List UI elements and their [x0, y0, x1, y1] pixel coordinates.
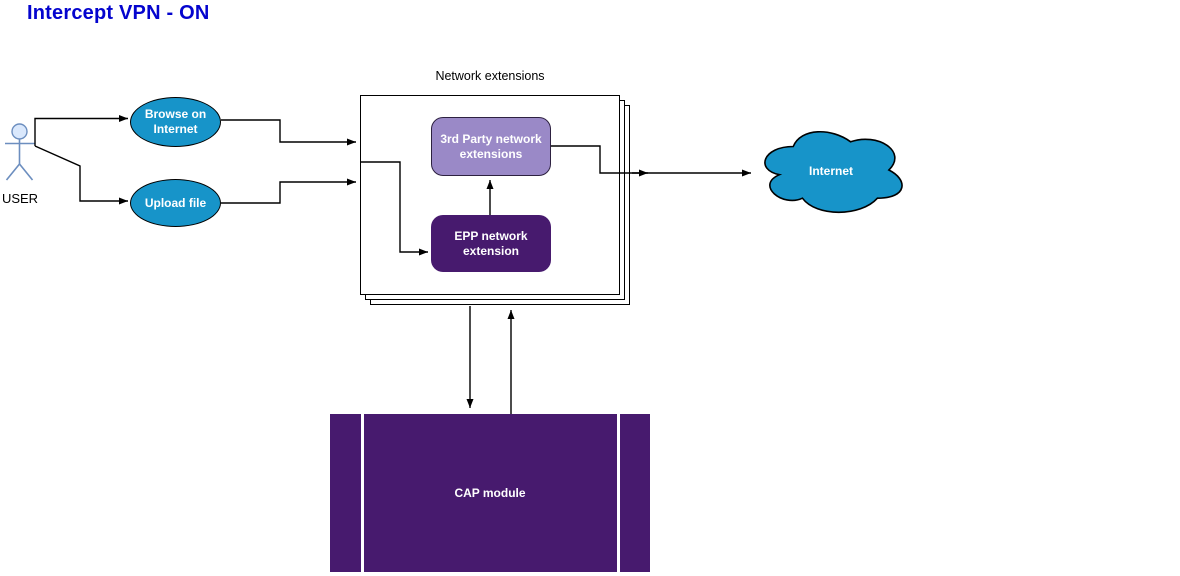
connector-user-to-browse: [34, 115, 128, 146]
usecase-upload-file: Upload file: [130, 179, 221, 227]
internet-label-text: Internet: [808, 163, 853, 178]
connector-boundary-to-epp: [360, 161, 428, 256]
cap-module-node: CAP module: [330, 414, 650, 572]
connector-third-party-to-boundary: [551, 145, 648, 177]
connector-user-to-upload: [34, 145, 128, 205]
usecase-browse-label: Browse on Internet: [144, 107, 207, 136]
cap-module-label: CAP module: [454, 485, 526, 500]
connector-upload-to-extensions: [221, 178, 356, 204]
epp-network-extension-node: EPP network extension: [431, 215, 551, 272]
third-party-network-extensions-node: 3rd Party network extensions: [431, 117, 551, 176]
page-title: Intercept VPN - ON: [27, 2, 210, 24]
internet-cloud-label: Internet: [791, 163, 871, 179]
connector-browse-to-extensions: [221, 119, 356, 146]
internet-cloud-shape: [764, 130, 903, 214]
third-party-node-label: 3rd Party network extensions: [440, 131, 542, 161]
cap-module-left-bar: [361, 414, 364, 572]
user-actor-label: USER: [1, 191, 39, 206]
network-extensions-title: Network extensions: [435, 69, 545, 83]
usecase-browse-on-internet: Browse on Internet: [130, 97, 221, 147]
cap-module-right-bar: [617, 414, 620, 572]
epp-node-label: EPP network extension: [454, 228, 528, 258]
user-actor-icon: [5, 123, 35, 181]
usecase-upload-label: Upload file: [144, 195, 207, 210]
